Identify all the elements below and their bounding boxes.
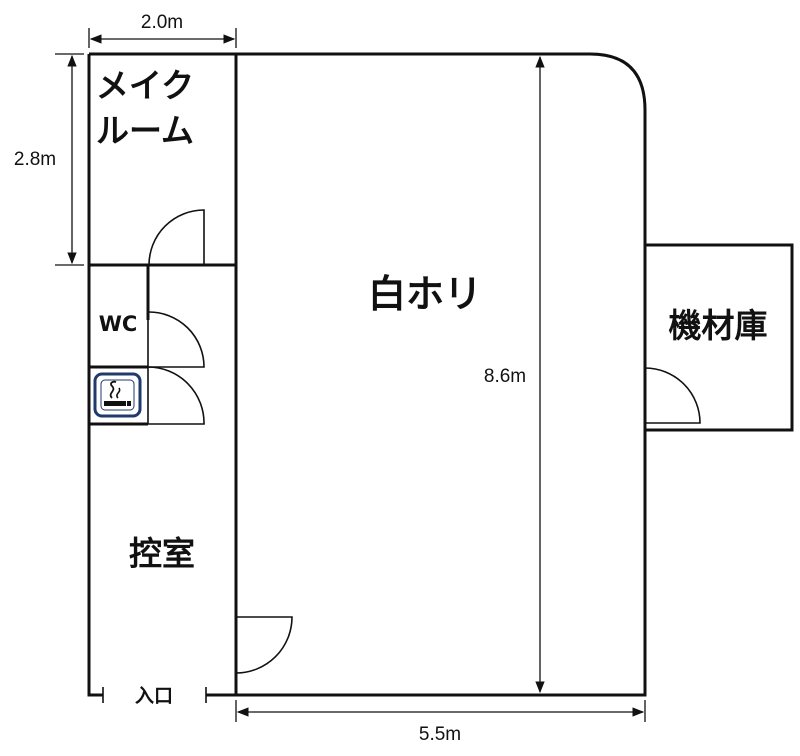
dim-studio-height-label: 8.6m: [484, 366, 526, 387]
studio-label: 白ホリ: [368, 272, 482, 316]
makeup-door: [148, 209, 205, 266]
storage-door: [644, 367, 701, 424]
left-wing-outline: [87, 54, 103, 697]
wc-door: [147, 311, 205, 368]
studio-door: [235, 616, 293, 674]
entrance: 入口: [102, 685, 207, 707]
dim-left-height-label: 2.8m: [14, 149, 56, 170]
dimensions: 2.0m 2.8m 8.6m 5.5m: [14, 12, 646, 745]
makeup-room-label-line1: メイク: [96, 66, 194, 105]
walls: [87, 52, 794, 697]
dim-top-width-label: 2.0m: [141, 12, 183, 33]
smoking-door: [147, 366, 205, 425]
dim-bottom-width-label: 5.5m: [419, 724, 461, 745]
studio-outline: [234, 52, 647, 697]
green-room-label: 控室: [129, 534, 195, 573]
storage-outline: [645, 243, 794, 432]
doors: [147, 209, 701, 674]
storage-label: 機材庫: [669, 306, 768, 345]
makeup-room-label-line2: ルーム: [96, 111, 194, 150]
wc-label: WC: [99, 312, 138, 336]
smoking-area-icon: [93, 372, 142, 418]
entrance-label: 入口: [135, 685, 173, 707]
